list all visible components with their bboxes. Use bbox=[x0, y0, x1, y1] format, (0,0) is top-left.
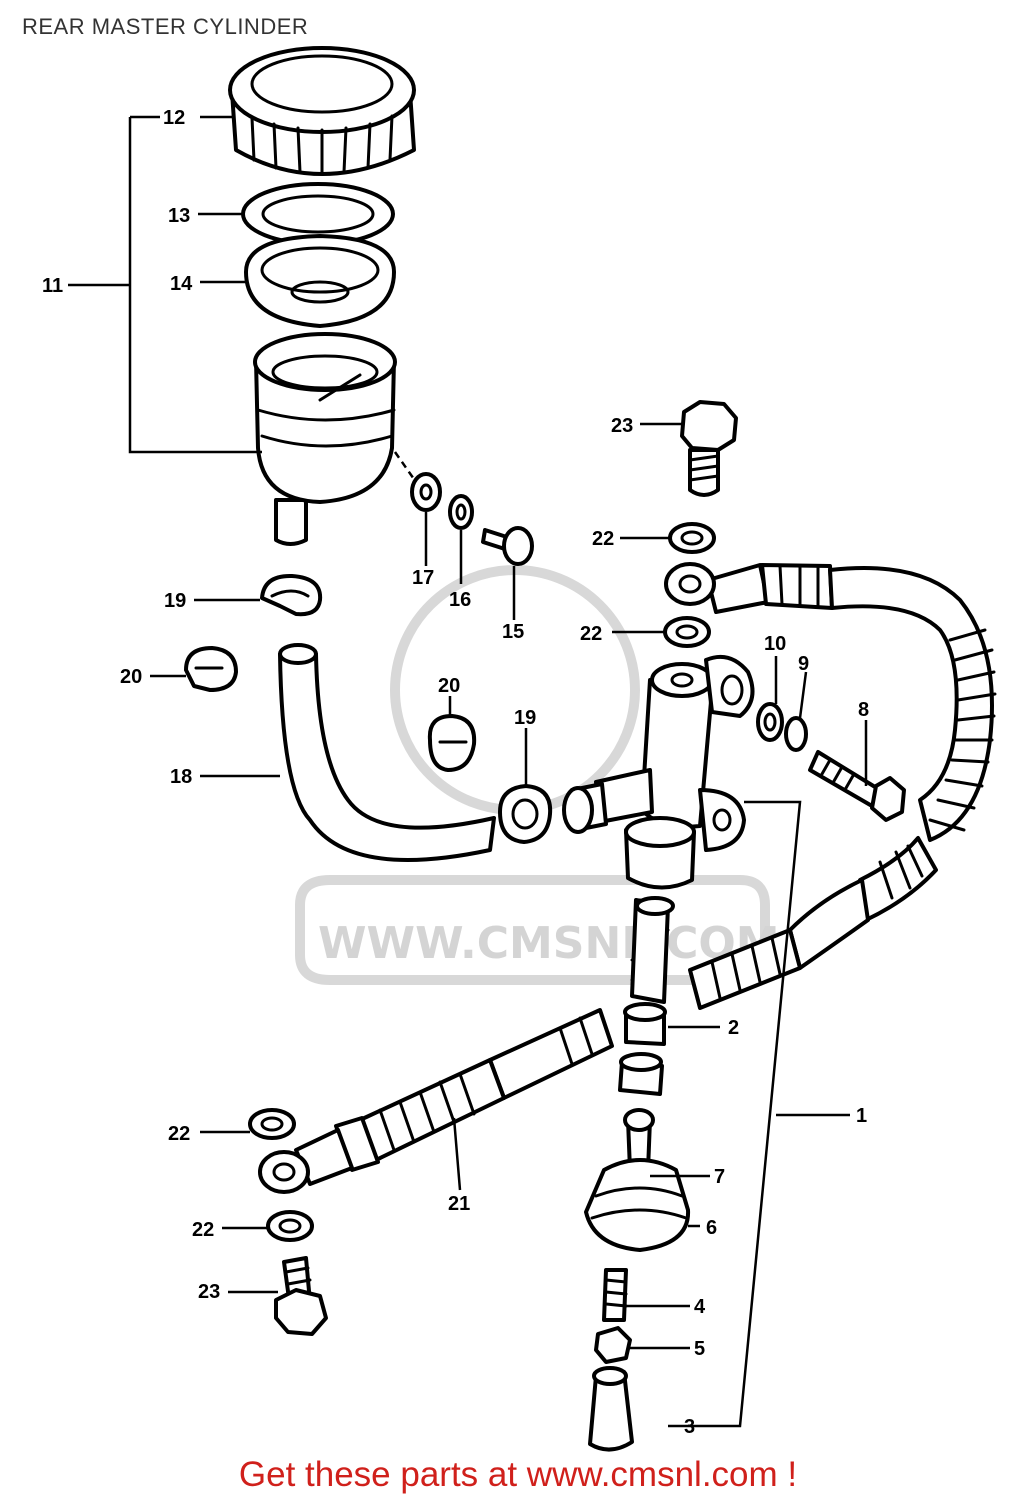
clevis bbox=[588, 1366, 634, 1452]
page-title: REAR MASTER CYLINDER bbox=[22, 14, 309, 39]
leader-lines bbox=[68, 115, 868, 1428]
callout-19-upper: 19 bbox=[164, 590, 186, 612]
hose-clip-center bbox=[427, 714, 477, 772]
lock-nut bbox=[594, 1326, 632, 1364]
callout-22-a: 22 bbox=[592, 528, 614, 550]
dust-boot bbox=[584, 1158, 691, 1252]
master-cylinder-body bbox=[562, 655, 755, 890]
callout-8: 8 bbox=[858, 699, 869, 721]
callout-10: 10 bbox=[764, 633, 786, 655]
sealing-washer-2 bbox=[663, 616, 711, 648]
callout-23-upper: 23 bbox=[611, 415, 633, 437]
reservoir-body bbox=[253, 332, 397, 546]
hose-clamp-upper bbox=[260, 573, 323, 617]
callout-15: 15 bbox=[502, 621, 524, 643]
sealing-washer-4 bbox=[266, 1210, 314, 1242]
hose-clamp-lower bbox=[498, 784, 553, 844]
sealing-washer-3 bbox=[248, 1108, 296, 1140]
callout-11: 11 bbox=[42, 275, 63, 297]
callout-20-center: 20 bbox=[438, 675, 460, 697]
callout-12: 12 bbox=[163, 107, 185, 129]
callout-19-center: 19 bbox=[514, 707, 536, 729]
callout-6: 6 bbox=[706, 1217, 717, 1239]
callout-23-lower: 23 bbox=[198, 1281, 220, 1303]
callout-16: 16 bbox=[449, 589, 471, 611]
callout-3: 3 bbox=[684, 1416, 695, 1438]
pushrod-washer-9 bbox=[784, 716, 808, 752]
callouts: 12 13 14 11 17 16 15 19 20 18 20 19 23 2… bbox=[42, 107, 869, 1438]
callout-21: 21 bbox=[448, 1193, 470, 1215]
sealing-washer-1 bbox=[668, 522, 716, 554]
reservoir-washer bbox=[410, 472, 442, 512]
diaphragm bbox=[244, 234, 396, 328]
callout-2: 2 bbox=[728, 1017, 739, 1039]
callout-18: 18 bbox=[170, 766, 192, 788]
brake-hose-upper bbox=[664, 562, 997, 1010]
callout-4: 4 bbox=[694, 1296, 706, 1318]
callout-9: 9 bbox=[798, 653, 809, 675]
banjo-bolt-lower bbox=[274, 1256, 328, 1336]
callout-20-left: 20 bbox=[120, 666, 142, 688]
hose-clip-left bbox=[184, 646, 238, 692]
reservoir-screw bbox=[481, 526, 534, 566]
callout-22-d: 22 bbox=[192, 1219, 214, 1241]
callout-1: 1 bbox=[856, 1105, 867, 1127]
adjuster-rod bbox=[602, 1268, 628, 1322]
callout-13: 13 bbox=[168, 205, 190, 227]
reservoir-hose bbox=[278, 643, 496, 862]
brake-hose-lower bbox=[258, 1008, 614, 1194]
reservoir-cap bbox=[228, 46, 416, 176]
callout-7: 7 bbox=[714, 1166, 725, 1188]
banjo-bolt-upper bbox=[680, 400, 738, 497]
callout-17: 17 bbox=[412, 567, 434, 589]
pushrod-washer-10 bbox=[756, 702, 784, 742]
watermark-text: WWW.CMSNL.COM bbox=[318, 918, 780, 969]
mounting-bolt bbox=[808, 750, 906, 822]
reservoir-mount-line bbox=[393, 451, 418, 483]
footer-promo-text: Get these parts at www.cmsnl.com ! bbox=[238, 1455, 798, 1494]
callout-22-b: 22 bbox=[580, 623, 602, 645]
callout-5: 5 bbox=[694, 1338, 705, 1360]
callout-14: 14 bbox=[170, 273, 193, 295]
piston-spring-assembly bbox=[618, 896, 675, 1096]
callout-22-c: 22 bbox=[168, 1123, 190, 1145]
reservoir-o-ring bbox=[448, 494, 474, 530]
